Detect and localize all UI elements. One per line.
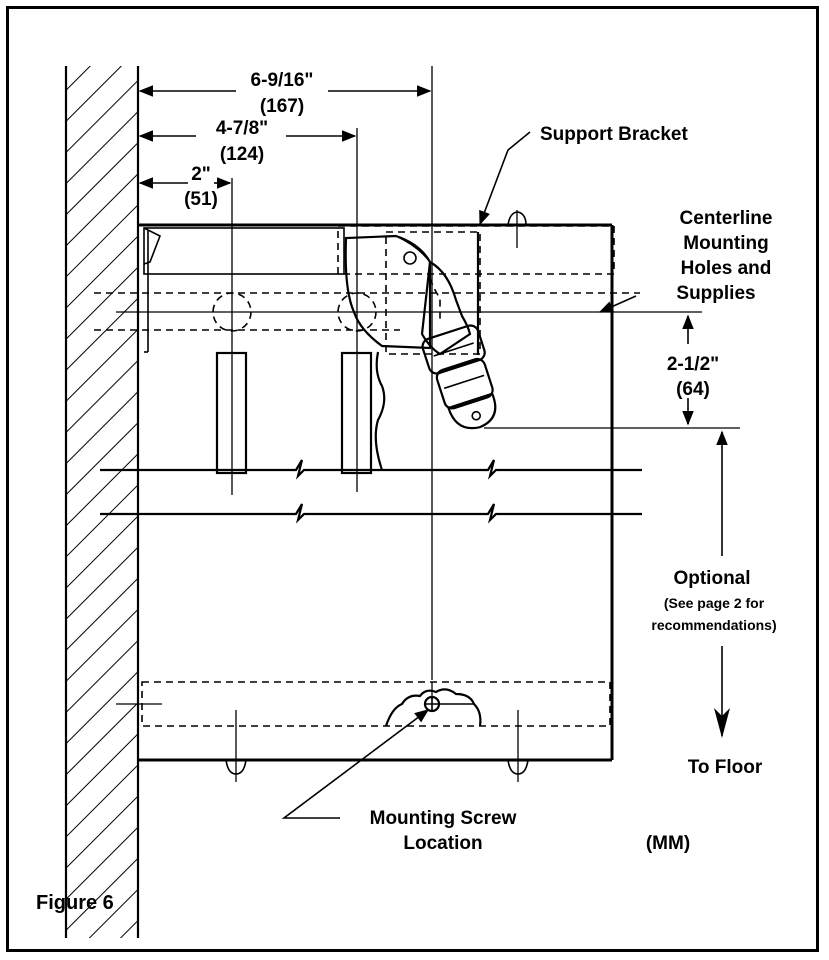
fountain-housing	[138, 223, 614, 762]
mounting-screw-label-2: Location	[403, 833, 482, 854]
dim-2-1-2-in: 2-1/2"	[667, 354, 719, 375]
leader-lines	[281, 131, 637, 819]
dim-167-mm: (167)	[260, 96, 304, 117]
units-note: (MM)	[646, 833, 690, 854]
centerline-label-2: Mounting	[683, 233, 768, 254]
dim-51-mm: (51)	[184, 189, 218, 210]
bubbler-assembly	[344, 232, 497, 430]
dim-2-in: 2"	[191, 164, 211, 185]
labels: 6-9/16" (167) 4-7/8" (124) 2" (51) Suppo…	[36, 70, 777, 914]
wall	[64, 66, 140, 938]
dim-64-mm: (64)	[676, 379, 710, 400]
dimension-lines	[138, 85, 432, 189]
to-floor-label: To Floor	[688, 757, 763, 778]
figure-frame	[6, 6, 819, 952]
hidden-lines	[94, 225, 640, 727]
optional-label: Optional	[673, 568, 750, 589]
centerline-label-3: Holes and	[681, 258, 772, 279]
break-lines	[100, 459, 642, 524]
right-dimensions	[484, 314, 740, 738]
dim-6-9-16-in: 6-9/16"	[251, 70, 314, 91]
support-bracket-label: Support Bracket	[540, 124, 688, 145]
mounting-holes	[116, 210, 529, 782]
centerline-label-1: Centerline	[680, 208, 773, 229]
dim-4-7-8-in: 4-7/8"	[216, 118, 268, 139]
figure-label: Figure 6	[36, 892, 114, 914]
optional-note-2: recommendations)	[651, 617, 776, 633]
dim-124-mm: (124)	[220, 144, 264, 165]
mounting-screw-label-1: Mounting Screw	[370, 808, 517, 829]
supply-pipes	[215, 351, 386, 475]
optional-note-1: (See page 2 for	[664, 595, 765, 611]
centerline-label-4: Supplies	[676, 283, 755, 304]
